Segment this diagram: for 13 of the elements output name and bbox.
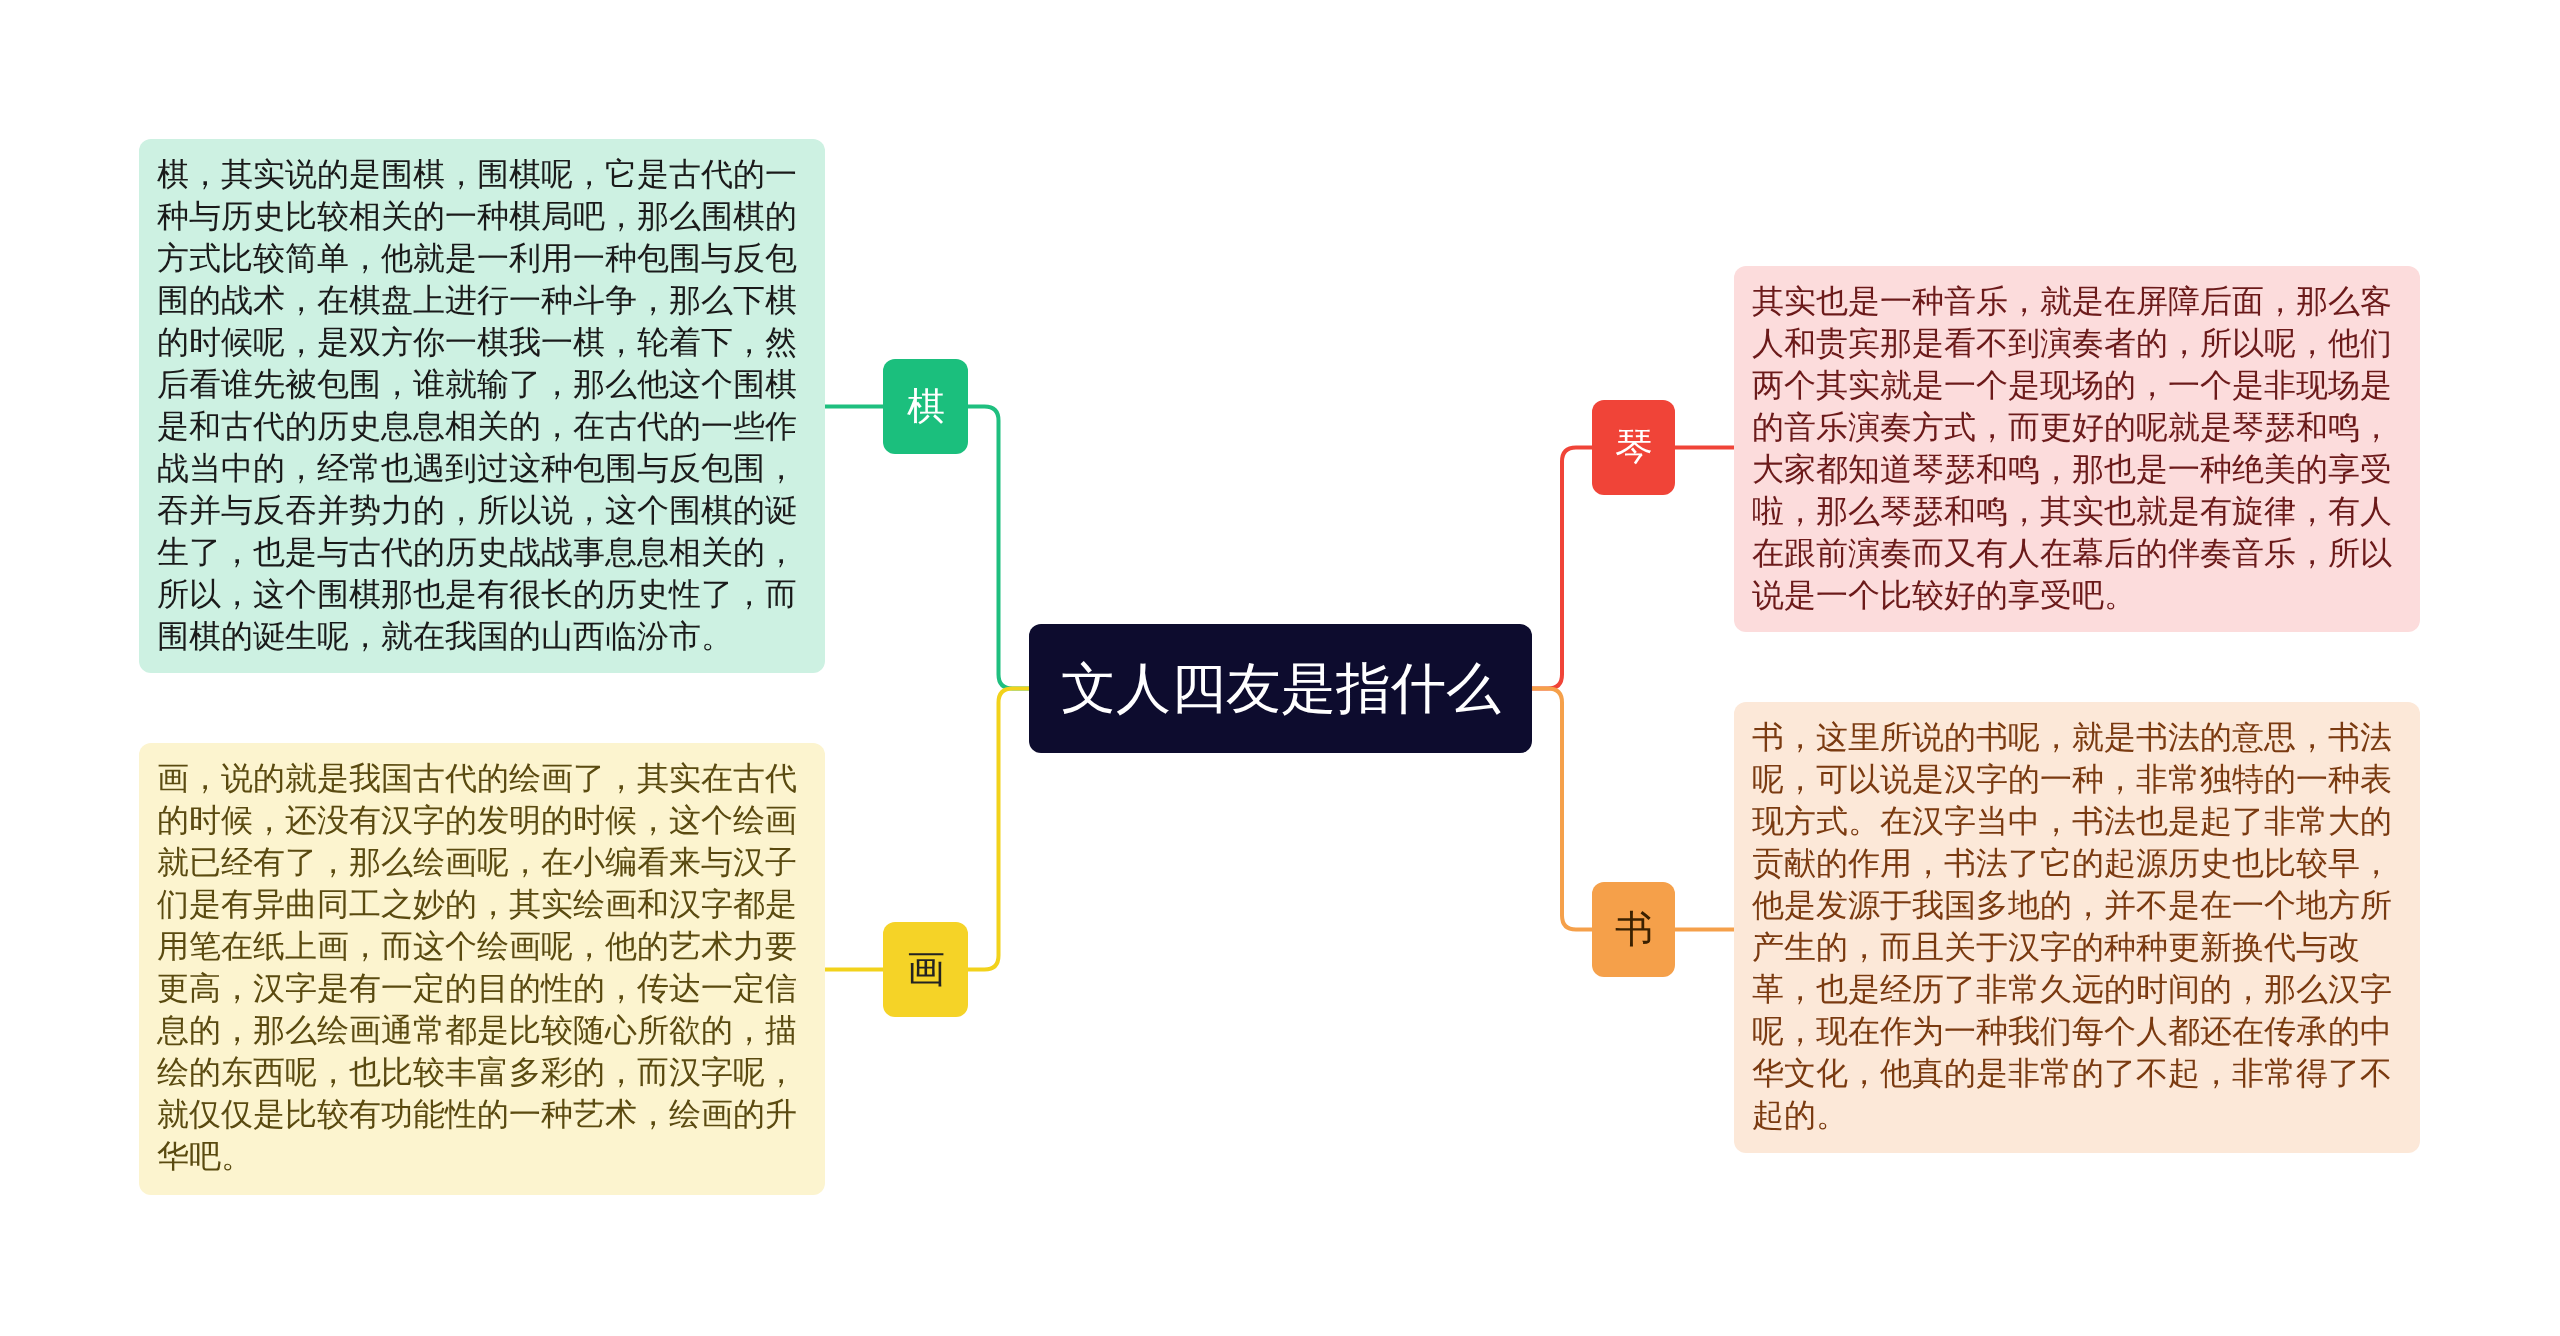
text-card: 画，说的就是我国古代的绘画了，其实在古代的时候，还没有汉字的发明的时候，这个绘画就已经有了，那么绘画呢，在小编看来与汉子们是有异曲同工之妙的，其实绘画和汉字都是用笔在纸上画，而这个绘画呢，他的艺术力要更高，汉字是有一定的目的性的，传达一定信息的，那么绘画通常都是比较随心所欲的，描绘的东西呢，也比较丰富多彩的，而汉字呢，就仅仅是比较有功能性的一种艺术，绘画的升华吧。 bbox=[139, 743, 825, 1195]
connector-line bbox=[825, 967, 883, 972]
text-card: 书，这里所说的书呢，就是书法的意思，书法呢，可以说是汉字的一种，非常独特的一种表现方式。在汉字当中，书法也是起了非常大的贡献的作用，书法了它的起源历史也比较早，他是发源于我国多地的，并不是在一个地方所产生的，而且关于汉字的种种更新换代与改革，也是经历了非常久远的时间的，那么汉字呢，现在作为一种我们每个人都还在传承的中华文化，他真的是非常的了不起，非常得了不起的。 bbox=[1734, 702, 2420, 1153]
branch-box: 棋 bbox=[883, 359, 968, 454]
branch-box: 书 bbox=[1592, 882, 1675, 977]
branch-box: 画 bbox=[883, 922, 968, 1017]
connector-line bbox=[1675, 445, 1734, 450]
connector-line bbox=[825, 404, 883, 409]
text-card: 其实也是一种音乐，就是在屏障后面，那么客人和贵宾那是看不到演奏者的，所以呢，他们两个其实就是一个是现场的，一个是非现场是的音乐演奏方式，而更好的呢就是琴瑟和鸣，大家都知道琴瑟和鸣，那也是一种绝美的享受啦，那么琴瑟和鸣，其实也就是有旋律，有人在跟前演奏而又有人在幕后的伴奏音乐，所以说是一个比较好的享受吧。 bbox=[1734, 266, 2420, 632]
central-topic-box: 文人四友是指什么 bbox=[1029, 624, 1532, 753]
branch-box: 琴 bbox=[1592, 400, 1675, 495]
text-card: 棋，其实说的是围棋，围棋呢，它是古代的一种与历史比较相关的一种棋局吧，那么围棋的方式比较简单，他就是一利用一种包围与反包围的战术，在棋盘上进行一种斗争，那么下棋的时候呢，是双方你一棋我一棋，轮着下，然后看谁先被包围，谁就输了，那么他这个围棋是和古代的历史息息相关的，在古代的一些作战当中的，经常也遇到过这种包围与反包围，吞并与反吞并势力的，所以说，这个围棋的诞生了，也是与古代的历史战战事息息相关的，所以，这个围棋那也是有很长的历史性了，而围棋的诞生呢，就在我国的山西临汾市。 bbox=[139, 139, 825, 673]
connector-line bbox=[1675, 927, 1734, 932]
